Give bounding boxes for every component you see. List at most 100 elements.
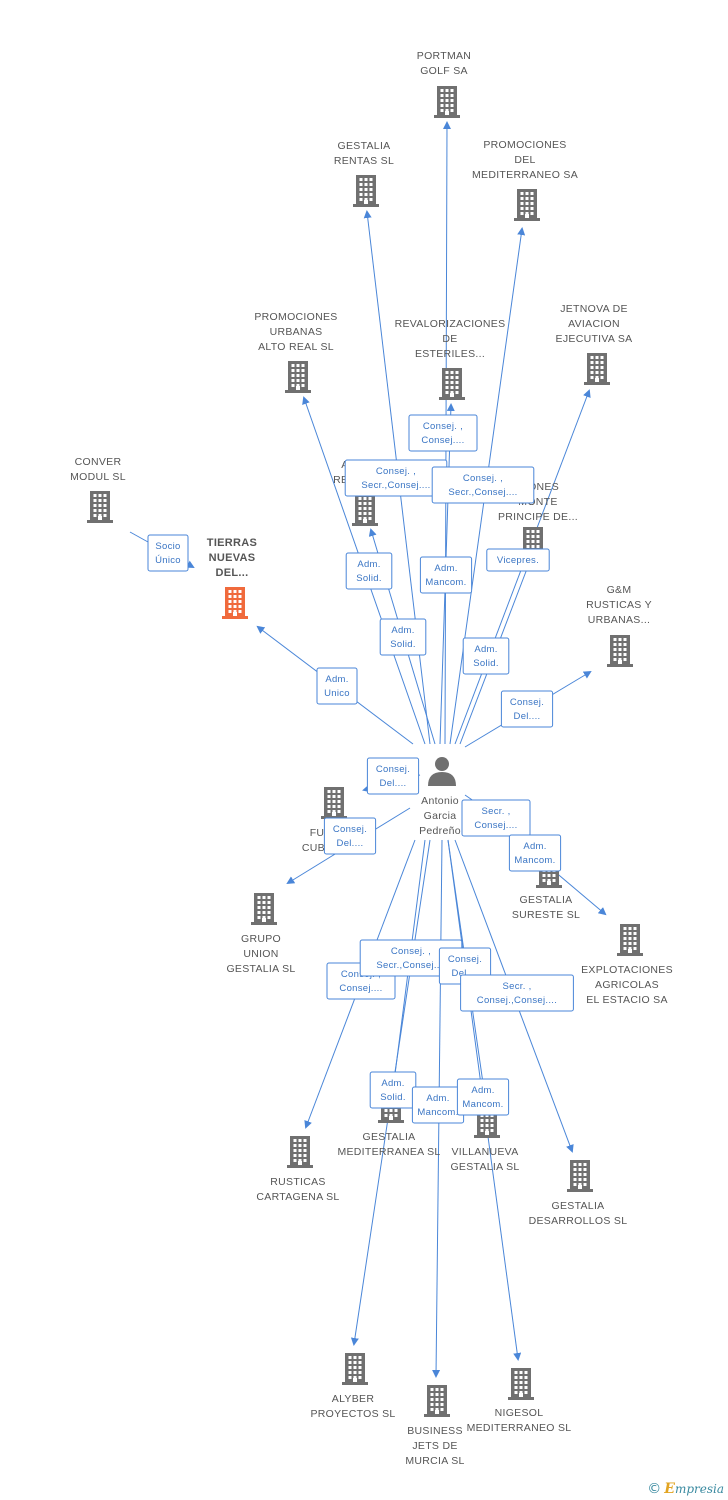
svg-text:Secr. ,Consej.,Consej....: Secr. ,Consej.,Consej.... — [477, 981, 557, 1006]
edge-label-revalor: Adm.Mancom. — [419, 556, 473, 594]
edge-label-fu_cuba: Consej.Del.... — [366, 757, 420, 795]
building-icon — [607, 635, 633, 667]
edge-label-nigesol: Adm.Mancom. — [456, 1078, 510, 1116]
svg-text:Adm.Unico: Adm.Unico — [324, 674, 350, 699]
building-icon — [434, 86, 460, 118]
edge-label-grupo_union: Consej.Del.... — [323, 817, 377, 855]
svg-text:Vicepres.: Vicepres. — [497, 555, 539, 566]
building-icon — [567, 1160, 593, 1192]
svg-text:Consej.Del....: Consej.Del.... — [333, 824, 367, 849]
edge-label-promo_med: Adm.Solid. — [462, 637, 510, 675]
svg-text:Adm.Mancom.: Adm.Mancom. — [417, 1093, 458, 1118]
building-icon — [424, 1385, 450, 1417]
edge-label-portman: Consej. ,Consej.... — [408, 414, 478, 452]
svg-text:Adm.Mancom.: Adm.Mancom. — [462, 1085, 503, 1110]
building-icon — [617, 924, 643, 956]
building-icon — [584, 353, 610, 385]
svg-text:Consej.Del....: Consej.Del.... — [510, 697, 544, 722]
edge-label-business: Adm.Mancom. — [411, 1086, 465, 1124]
edge-label-alyber: Adm.Solid. — [369, 1071, 417, 1109]
edge-label-tierras: Adm.Unico — [316, 667, 358, 705]
edge-label-gm: Consej.Del.... — [500, 690, 554, 728]
svg-text:Consej.Del....: Consej.Del.... — [448, 954, 482, 979]
svg-text:Adm.Mancom.: Adm.Mancom. — [514, 841, 555, 866]
edge-label-gestalia_sureste: Secr. ,Consej.... — [461, 799, 531, 837]
svg-text:Consej. ,Secr.,Consej....: Consej. ,Secr.,Consej.... — [448, 473, 517, 498]
building-icon — [287, 1136, 313, 1168]
edge-label-gestalia_rentas: Adm.Solid. — [345, 552, 393, 590]
building-icon — [321, 787, 347, 819]
building-icon — [514, 189, 540, 221]
edge-label-explot: Adm.Mancom. — [508, 834, 562, 872]
building-icon — [352, 494, 378, 526]
copyright-symbol: © — [647, 1481, 662, 1497]
building-icon — [439, 368, 465, 400]
svg-text:Adm.Solid.: Adm.Solid. — [380, 1078, 406, 1103]
edge-label-jetnova: Vicepres. — [486, 548, 550, 572]
footer-brand: © Empresia — [647, 1481, 724, 1497]
svg-text:Adm.Solid.: Adm.Solid. — [473, 644, 499, 669]
building-icon — [251, 893, 277, 925]
person-icon — [428, 757, 456, 786]
edge-label-al_rent: Consej. ,Secr.,Consej.... — [344, 459, 448, 497]
edge-label-gestalia_med: Consej. ,Secr.,Consej.... — [359, 939, 463, 977]
building-icon — [342, 1353, 368, 1385]
edge-label-promo_urb: Adm.Solid. — [379, 618, 427, 656]
svg-text:Secr. ,Consej....: Secr. ,Consej.... — [474, 806, 517, 831]
edge-label-monte: Consej. ,Secr.,Consej.... — [431, 466, 535, 504]
svg-text:Adm.Solid.: Adm.Solid. — [390, 625, 416, 650]
building-icon — [285, 361, 311, 393]
building-icon — [353, 175, 379, 207]
building-icon — [222, 587, 248, 619]
empresia-logo[interactable]: Empresia — [664, 1481, 724, 1497]
svg-text:Consej. ,Secr.,Consej....: Consej. ,Secr.,Consej.... — [376, 946, 445, 971]
svg-text:Adm.Mancom.: Adm.Mancom. — [425, 563, 466, 588]
svg-text:Adm.Solid.: Adm.Solid. — [356, 559, 382, 584]
building-icon — [87, 491, 113, 523]
edges-layer — [129, 121, 607, 1378]
edge-label-gestalia_des: Secr. ,Consej.,Consej.... — [460, 974, 574, 1012]
svg-text:Consej. ,Secr.,Consej....: Consej. ,Secr.,Consej.... — [361, 466, 430, 491]
